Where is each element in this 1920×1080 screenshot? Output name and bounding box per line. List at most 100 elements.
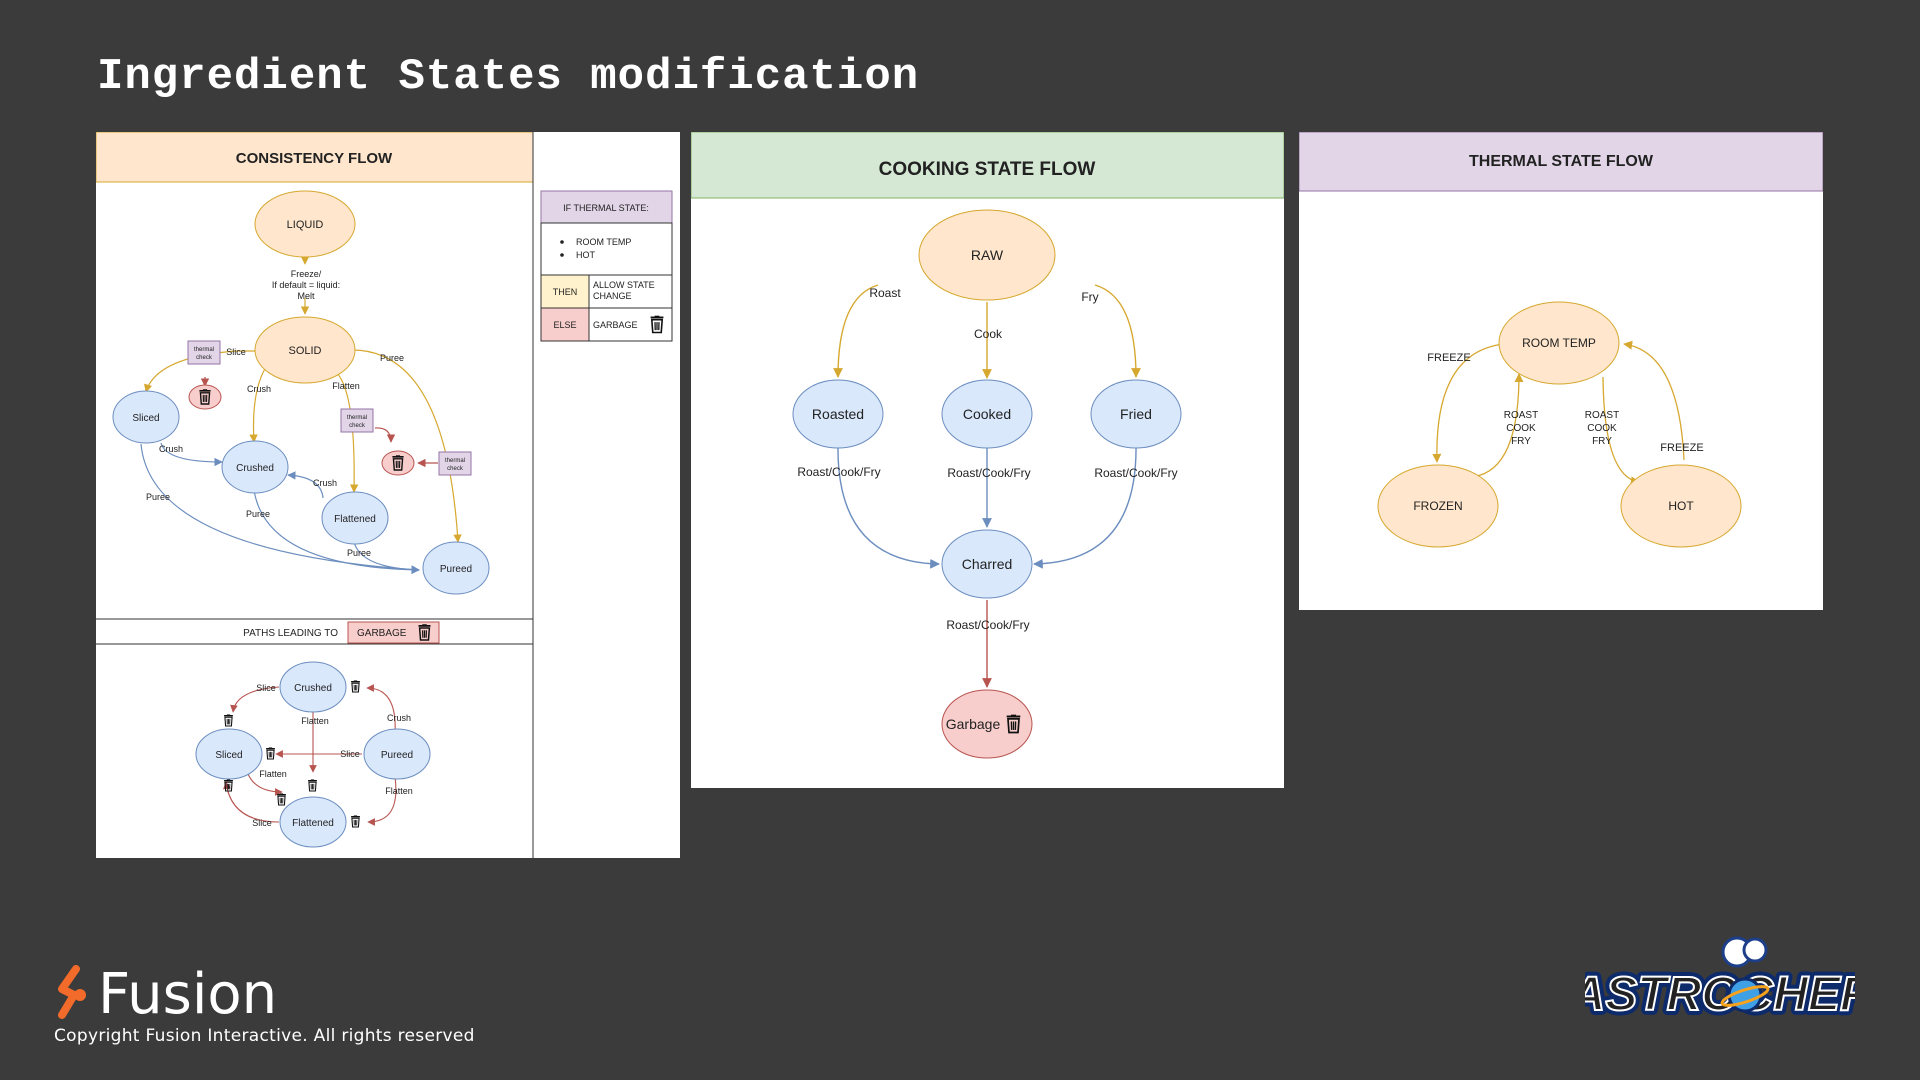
- node-sliced: [112, 390, 180, 444]
- node-solid-label: SOLID: [288, 345, 321, 357]
- trash-icon: [350, 815, 361, 828]
- edge-fried-charred: [1033, 443, 1137, 569]
- edge-label-rcf-1: Roast/Cook/Fry: [797, 465, 880, 479]
- svg-text:IF THERMAL STATE:: IF THERMAL STATE:: [563, 203, 649, 213]
- svg-text:ROOM TEMP: ROOM TEMP: [576, 237, 631, 247]
- edge-label-freeze-1: Freeze/: [291, 269, 322, 279]
- edge-solid-crushed: [249, 366, 267, 443]
- cooking-flow-panel: COOKING STATE FLOW Roast Cook Fry Roast/…: [691, 132, 1284, 788]
- svg-text:check: check: [447, 466, 464, 472]
- svg-text:ASTROCHEF: ASTROCHEF: [1585, 968, 1855, 1021]
- edge-solid-sliced: [144, 350, 256, 393]
- edge-label-freeze-2: FREEZE: [1660, 442, 1703, 454]
- edge-label-rcf-b1: ROAST: [1585, 410, 1619, 421]
- consistency-flow-panel: CONSISTENCY FLOW Freeze/ If default = li…: [96, 132, 680, 858]
- garbage-paths-diagram: Slice Crush Flatten Slice Flatten Flatte…: [195, 661, 431, 848]
- edge-label-rcf-4: Roast/Cook/Fry: [946, 618, 1029, 632]
- node-fried: [1090, 379, 1182, 449]
- edge-label-puree-3: Puree: [246, 509, 270, 519]
- fusion-brand-name: Fusion: [98, 962, 278, 1027]
- node-crushed-label: Crushed: [236, 463, 274, 474]
- node-room-temp-label: ROOM TEMP: [1522, 336, 1596, 350]
- node-hot-label: HOT: [1668, 499, 1694, 513]
- trash-icon: [307, 779, 318, 792]
- edge-check-garbage-2: [374, 427, 396, 443]
- trash-icon: [391, 455, 405, 471]
- node-garbage-label: Garbage: [946, 716, 1001, 732]
- trash-icon: [223, 714, 234, 727]
- node-pureed: [422, 541, 490, 595]
- garbage-node-2: [381, 450, 415, 476]
- edge-flattened-crushed: [287, 471, 324, 499]
- node-hot: [1620, 464, 1742, 548]
- edge-label-puree-2: Puree: [146, 492, 170, 502]
- svg-text:Flatten: Flatten: [259, 769, 287, 779]
- trash-icon: [276, 793, 287, 806]
- node-room-temp: [1498, 301, 1620, 385]
- edge-solid-pureed: [353, 349, 462, 543]
- edge-roomtemp-hot: [1602, 376, 1640, 486]
- node-charred: [941, 529, 1033, 599]
- edge-flattened-pureed: [353, 541, 420, 574]
- thermal-header: THERMAL STATE FLOW: [1469, 153, 1654, 170]
- edge-roasted-charred: [837, 443, 940, 569]
- svg-text:PATHS LEADING TO: PATHS LEADING TO: [243, 628, 338, 639]
- thermal-rule-table: IF THERMAL STATE: ROOM TEMP HOT THEN ALL…: [540, 190, 673, 342]
- node-frozen: [1377, 464, 1499, 548]
- astrochef-logo: ASTROCHEF ASTROCHEF: [1585, 936, 1855, 1026]
- edge-roomtemp-frozen: [1432, 343, 1505, 463]
- svg-text:thermal: thermal: [445, 458, 465, 464]
- edge-label-flatten: Flatten: [332, 381, 360, 391]
- node-frozen-label: FROZEN: [1413, 499, 1462, 513]
- edge-label-crush: Crush: [247, 384, 271, 394]
- svg-text:Flattened: Flattened: [292, 818, 334, 829]
- edge-label-fry: Fry: [1081, 290, 1098, 304]
- edge-label-slice: Slice: [226, 347, 246, 357]
- thermal-check-1: thermal check: [187, 340, 221, 365]
- svg-text:check: check: [349, 423, 366, 429]
- edge-label-rcf-b3: FRY: [1592, 436, 1612, 447]
- copyright-text: Copyright Fusion Interactive. All rights…: [54, 1026, 475, 1046]
- svg-text:thermal: thermal: [347, 415, 367, 421]
- node-flattened: [321, 491, 389, 545]
- thermal-check-3: thermal check: [438, 451, 472, 476]
- edge-label-puree: Puree: [380, 353, 404, 363]
- svg-text:HOT: HOT: [576, 250, 596, 260]
- node-crushed: [221, 440, 289, 494]
- node-liquid: [254, 190, 356, 258]
- svg-text:Flatten: Flatten: [301, 716, 329, 726]
- svg-text:Pureed: Pureed: [381, 750, 413, 761]
- svg-text:Crush: Crush: [387, 713, 411, 723]
- node-raw-label: RAW: [971, 247, 1004, 263]
- trash-icon: [350, 680, 361, 693]
- fusion-logo-icon: [58, 965, 86, 1019]
- consistency-header: CONSISTENCY FLOW: [236, 150, 393, 167]
- edge-label-roast: Roast: [869, 286, 901, 300]
- node-sliced-label: Sliced: [132, 413, 159, 424]
- node-flattened-label: Flattened: [334, 514, 376, 525]
- svg-text:Crushed: Crushed: [294, 683, 332, 694]
- trash-icon: [223, 779, 234, 792]
- svg-text:ELSE: ELSE: [553, 320, 576, 330]
- svg-text:THEN: THEN: [553, 287, 578, 297]
- node-roasted: [792, 379, 884, 449]
- svg-text:ASTROCHEF: ASTROCHEF: [1585, 968, 1855, 1021]
- edge-crushed-pureed: [253, 489, 420, 575]
- svg-text:Slice: Slice: [256, 683, 276, 693]
- node-cooked: [941, 379, 1033, 449]
- thermal-check-2: thermal check: [340, 408, 374, 433]
- edge-hot-roomtemp: [1623, 340, 1685, 461]
- edge-label-crush-2: Crush: [159, 444, 183, 454]
- svg-text:thermal: thermal: [194, 347, 214, 353]
- edge-label-cook: Cook: [974, 327, 1003, 341]
- trash-icon: [1005, 714, 1022, 734]
- node-liquid-label: LIQUID: [287, 219, 324, 231]
- trash-icon: [649, 315, 665, 334]
- garbage-node-1: [188, 384, 222, 410]
- edge-label-rcf-b2: COOK: [1587, 423, 1617, 434]
- node-garbage: [941, 689, 1033, 759]
- edge-label-rcf-2: Roast/Cook/Fry: [947, 466, 1030, 480]
- svg-text:GARBAGE: GARBAGE: [593, 320, 638, 330]
- node-pureed-label: Pureed: [440, 564, 472, 575]
- edge-label-freeze-2: If default = liquid:: [272, 280, 340, 290]
